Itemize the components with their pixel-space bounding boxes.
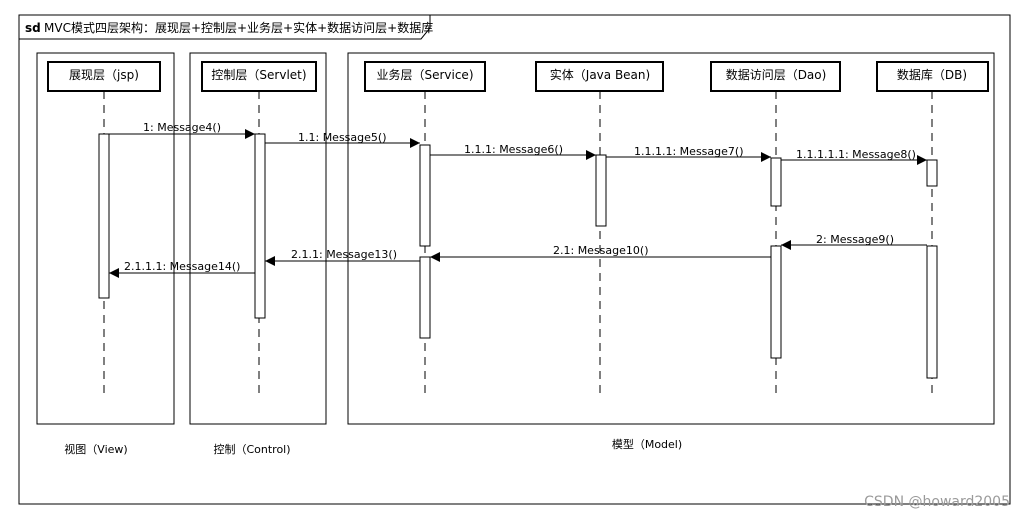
lifeline-head-bean: [535, 61, 664, 92]
lifeline-label-jsp: 展现层（jsp): [69, 68, 139, 82]
message-label-5: 1.1.1.1.1: Message8(): [796, 148, 916, 161]
diagram-frame: [18, 14, 1011, 505]
message-label-3: 1.1.1: Message6(): [464, 143, 563, 156]
group-label-control: 控制（Control): [213, 442, 290, 456]
frame-keyword: sd: [25, 21, 41, 35]
activation-dao-1: [770, 157, 782, 207]
lifeline-label-dao: 数据访问层（Dao): [726, 67, 827, 82]
lifeline-label-servlet: 控制层（Servlet): [211, 68, 306, 82]
group-box-control: [189, 52, 327, 425]
frame-title-tab: [18, 14, 431, 40]
group-box-view: [36, 52, 175, 425]
lifeline-label-service: 业务层（Service): [376, 67, 473, 82]
message-label-4: 1.1.1.1: Message7(): [634, 145, 743, 158]
message-label-7: 2.1: Message10(): [553, 244, 649, 257]
watermark: CSDN @howard2005: [864, 494, 1010, 510]
lifeline-head-dao: [710, 61, 841, 92]
activation-dao-2: [770, 245, 782, 359]
lifeline-label-db: 数据库（DB): [897, 67, 967, 82]
frame-title: MVC模式四层架构：展现层+控制层+业务层+实体+数据访问层+数据库: [44, 20, 433, 35]
lifeline-head-service: [364, 61, 486, 92]
lifeline-label-bean: 实体（Java Bean): [550, 67, 650, 82]
lifeline-head-jsp: [47, 61, 161, 92]
activation-service-1: [419, 144, 431, 247]
lifeline-head-db: [876, 61, 989, 92]
message-label-2: 1.1: Message5(): [298, 131, 387, 144]
activation-db-1: [926, 159, 938, 187]
message-label-6: 2: Message9(): [816, 233, 894, 246]
group-label-model: 模型（Model): [612, 437, 682, 451]
activation-db-2: [926, 245, 938, 379]
activation-bean: [595, 154, 607, 227]
activation-jsp: [98, 133, 110, 299]
message-label-1: 1: Message4(): [143, 121, 221, 134]
group-box-model: [347, 52, 995, 425]
activation-servlet: [254, 133, 266, 319]
activation-service-2: [419, 256, 431, 339]
message-label-8: 2.1.1: Message13(): [291, 248, 397, 261]
group-label-view: 视图（View): [64, 442, 127, 456]
lifeline-head-servlet: [201, 61, 317, 92]
message-label-9: 2.1.1.1: Message14(): [124, 260, 240, 273]
